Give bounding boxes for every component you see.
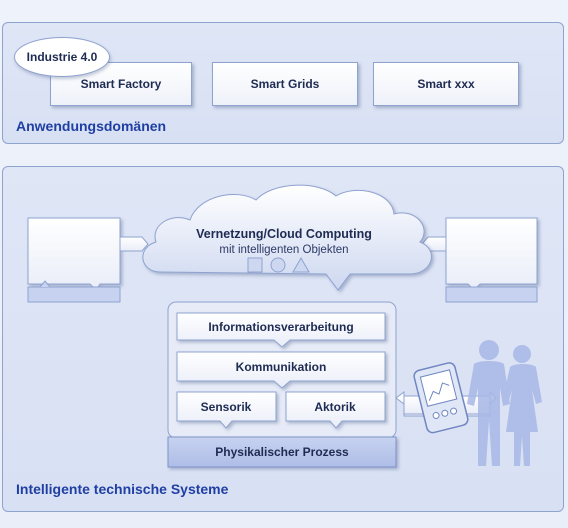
smart-factory-label: Smart Factory — [80, 77, 162, 91]
cloud-subtitle: mit intelligenten Objekten — [219, 244, 348, 256]
circle-icon — [270, 257, 286, 273]
smart-grids-label: Smart Grids — [250, 77, 320, 91]
smart-grids-box: Smart Grids — [212, 62, 358, 106]
communication-label: Kommunikation — [236, 360, 327, 374]
people-icon — [467, 340, 542, 466]
sensor-layer — [176, 391, 277, 429]
physical-process-layer — [167, 436, 397, 468]
sensor-label: Sensorik — [201, 400, 252, 414]
cloud-title: Vernetzung/Cloud Computing — [196, 227, 372, 241]
communication-layer — [176, 351, 386, 389]
triangle-icon — [292, 256, 310, 273]
info-processing-layer — [176, 312, 386, 348]
left-system-box — [27, 217, 121, 303]
square-icon — [247, 257, 263, 273]
technical-systems-title: Intelligente technische Systeme — [16, 481, 229, 497]
physical-process-label: Physikalischer Prozess — [215, 445, 349, 459]
cloud-shape — [142, 184, 432, 291]
smart-xxx-label: Smart xxx — [417, 77, 475, 91]
industrie-4-0-badge: Industrie 4.0 — [14, 37, 110, 77]
handheld-device-icon — [413, 362, 469, 434]
smart-xxx-box: Smart xxx — [373, 62, 519, 106]
application-domains-title: Anwendungsdomänen — [16, 118, 167, 134]
actuator-layer — [285, 391, 386, 429]
right-system-box — [445, 217, 538, 303]
actuator-label: Aktorik — [314, 400, 356, 414]
industrie-4-0-label: Industrie 4.0 — [26, 50, 98, 64]
info-processing-label: Informationsverarbeitung — [208, 320, 353, 334]
left-cloud-connector — [119, 236, 149, 252]
